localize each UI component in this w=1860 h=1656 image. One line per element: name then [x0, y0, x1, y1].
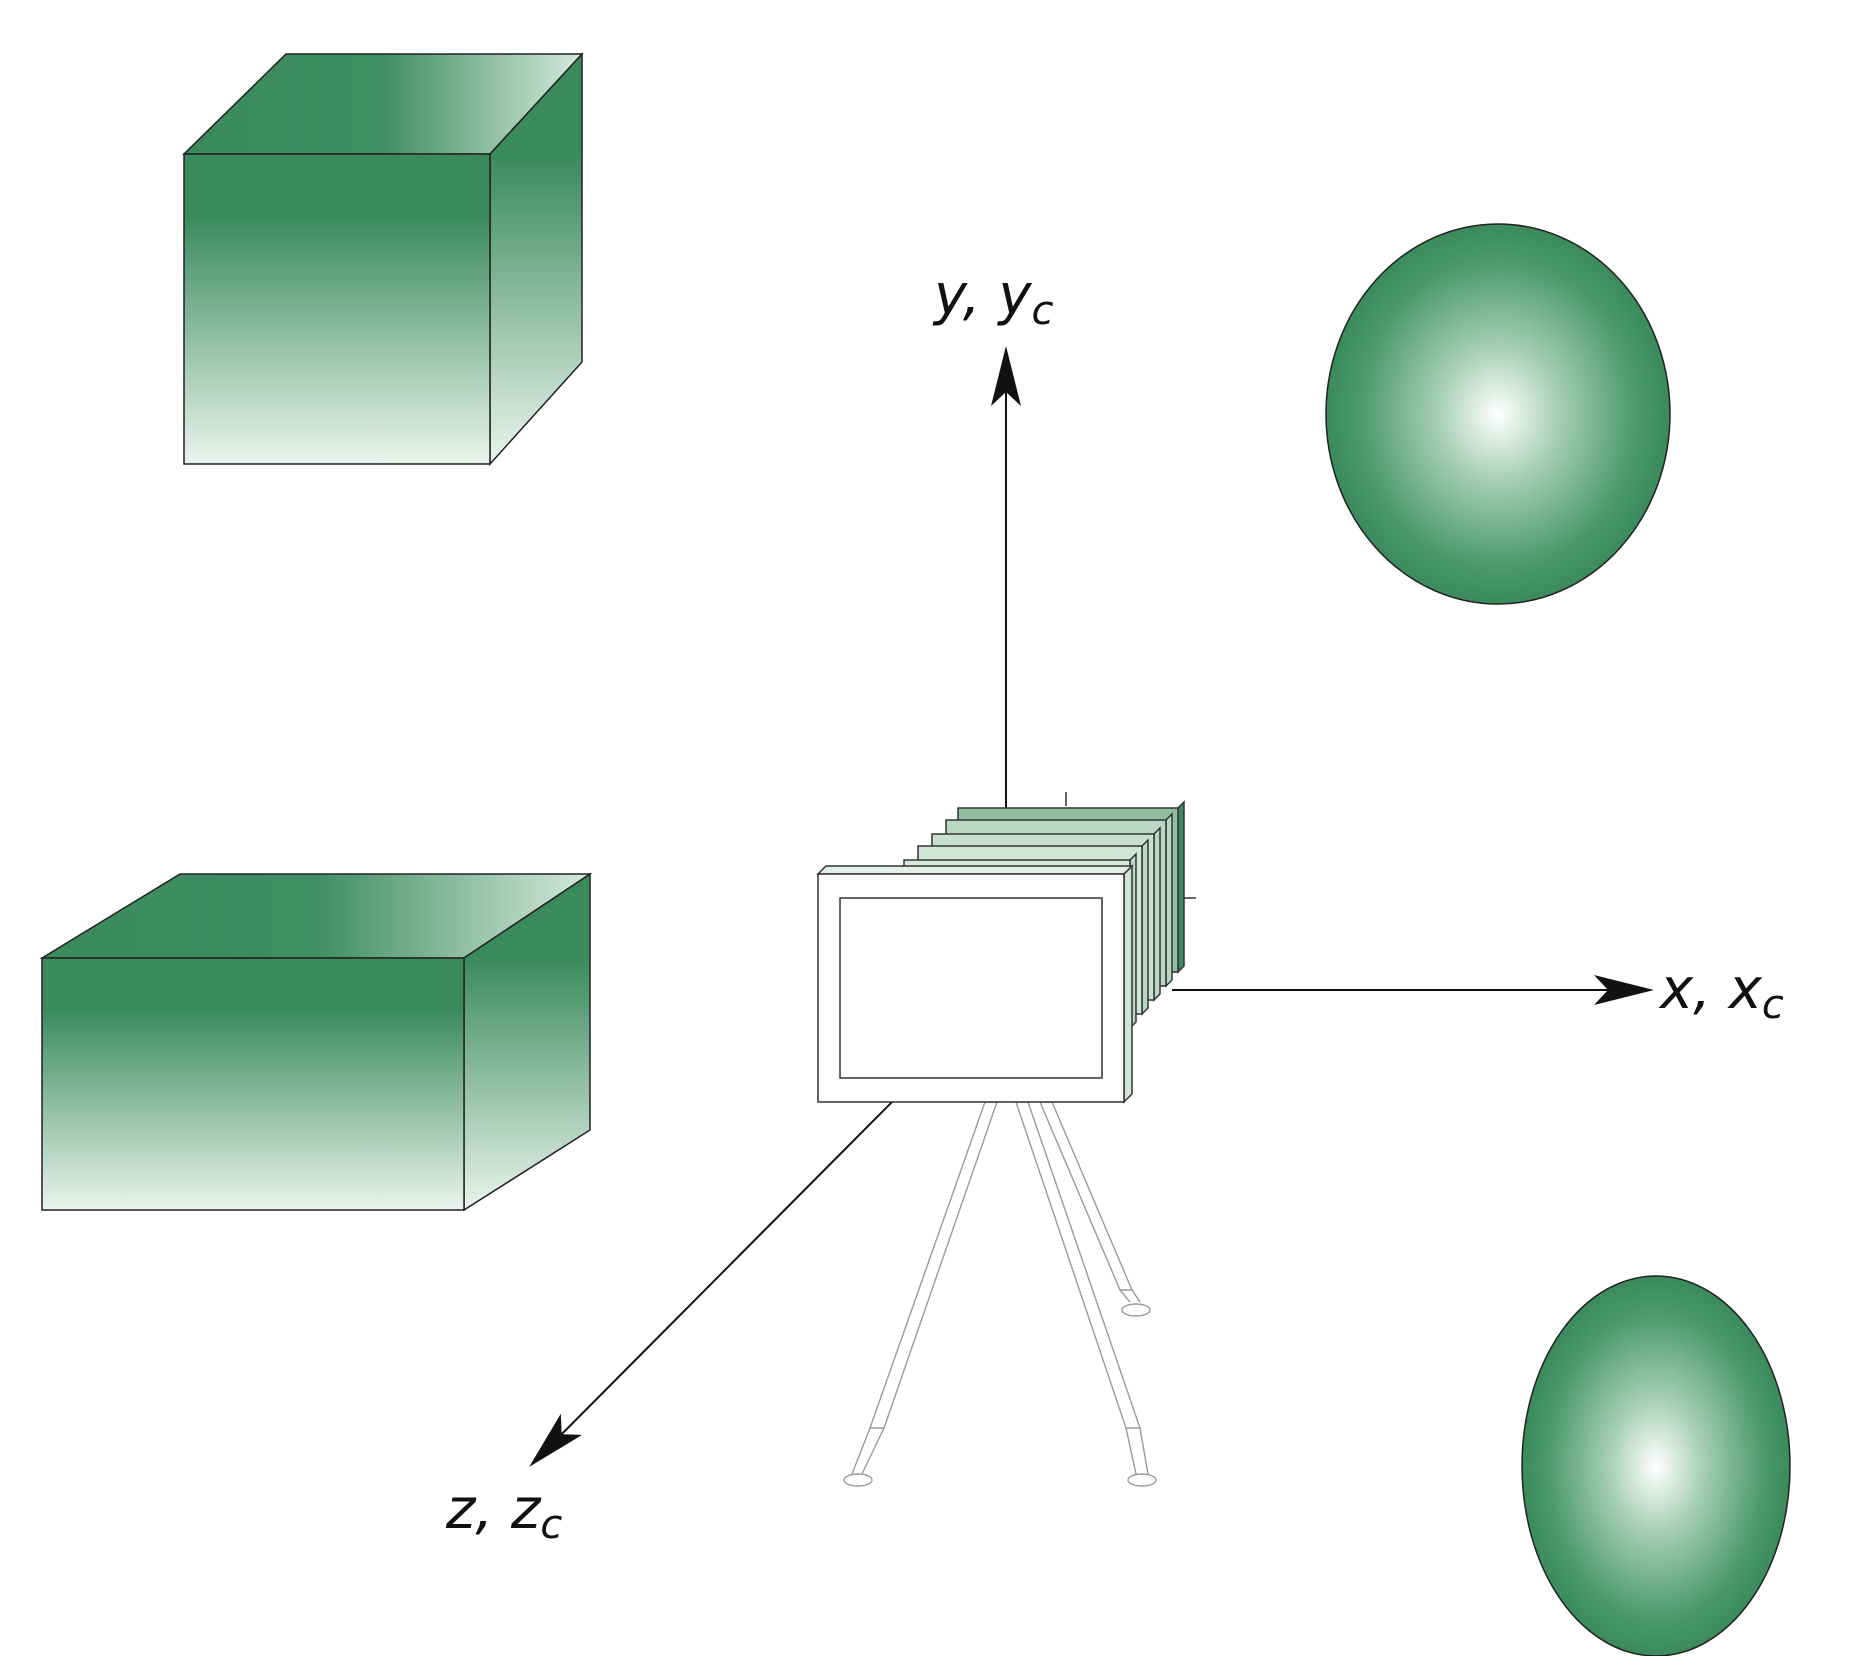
box-front-face: [41, 957, 465, 1211]
camera-screen: [839, 897, 1103, 1079]
y-axis-label: y, yc: [932, 263, 1054, 334]
cube-object: [182, 52, 584, 466]
sphere-object: [1325, 223, 1671, 605]
camera-frames: [816, 800, 1185, 1104]
z-axis-line: [529, 1101, 893, 1467]
coordinate-axes: [529, 346, 1654, 1467]
tripod-legs: [843, 1101, 1157, 1487]
box-object: [39, 872, 593, 1212]
cube-front-face: [183, 153, 491, 465]
z-axis-label: z, zc: [445, 1477, 562, 1548]
ellipsoid-shape: [1521, 1275, 1791, 1656]
ellipsoid-object: [1521, 1275, 1791, 1656]
camera-on-tripod-icon: [816, 792, 1196, 1487]
x-axis-label: x, xc: [1658, 957, 1784, 1028]
sphere-shape: [1325, 223, 1671, 605]
